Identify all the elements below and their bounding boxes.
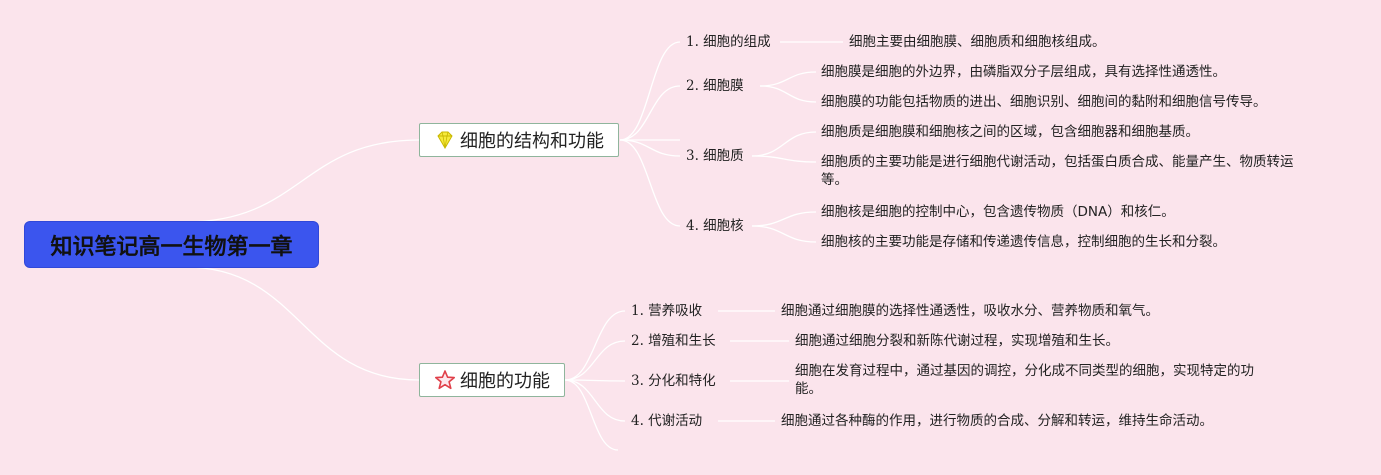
detail-membrane-structure[interactable]: 细胞膜是细胞的外边界，由磷脂双分子层组成，具有选择性通透性。 — [821, 64, 1226, 80]
detail-cytoplasm-region[interactable]: 细胞质是细胞膜和细胞核之间的区域，包含细胞器和细胞基质。 — [821, 124, 1199, 140]
detail-membrane-function[interactable]: 细胞膜的功能包括物质的进出、细胞识别、细胞间的黏附和细胞信号传导。 — [821, 94, 1267, 110]
subtopic-metabolism[interactable]: 4. 代谢活动 — [631, 413, 703, 429]
link-branch0-sub-a — [619, 41, 681, 141]
link-branch0-sub-b — [619, 85, 681, 141]
star-icon — [434, 369, 456, 391]
link-root-branch-0 — [184, 139, 420, 223]
detail-composition[interactable]: 细胞主要由细胞膜、细胞质和细胞核组成。 — [849, 34, 1106, 50]
detail-nucleus-content[interactable]: 细胞核是细胞的控制中心，包含遗传物质（DNA）和核仁。 — [821, 204, 1175, 220]
link-branch1-tail — [564, 379, 619, 451]
link-branch1-sub-a — [564, 310, 626, 381]
branch-label: 细胞的功能 — [460, 371, 550, 392]
link-cytoplasm-detail-0 — [751, 131, 817, 157]
root-topic[interactable]: 知识笔记高一生物第一章 — [25, 222, 318, 267]
gem-icon — [434, 129, 456, 151]
link-cytoplasm-detail-1 — [751, 155, 817, 163]
detail-cytoplasm-function[interactable]: 细胞质的主要功能是进行细胞代谢活动，包括蛋白质合成、能量产生、物质转运等。 — [821, 154, 1294, 188]
detail-absorption[interactable]: 细胞通过细胞膜的选择性通透性，吸收水分、营养物质和氧气。 — [781, 303, 1159, 319]
subtopic-cytoplasm[interactable]: 3. 细胞质 — [686, 148, 744, 164]
subtopic-differentiation[interactable]: 3. 分化和特化 — [631, 373, 716, 389]
subtopic-cell-membrane[interactable]: 2. 细胞膜 — [686, 78, 744, 94]
link-nucleus-detail-0 — [751, 211, 817, 227]
branch-label: 细胞的结构和功能 — [460, 131, 604, 152]
link-nucleus-detail-1 — [751, 225, 817, 243]
link-branch0-sub-d — [619, 139, 681, 227]
link-root-branch-1 — [184, 266, 420, 381]
root-topic-label: 知识笔记高一生物第一章 — [50, 234, 293, 260]
link-membrane-detail-1 — [759, 85, 817, 103]
link-branch1-sub-d — [564, 379, 626, 422]
detail-metabolism[interactable]: 细胞通过各种酶的作用，进行物质的合成、分解和转运，维持生命活动。 — [781, 413, 1213, 429]
subtopic-cell-composition[interactable]: 1. 细胞的组成 — [686, 34, 771, 50]
branch-cell-functions[interactable]: 细胞的功能 — [419, 363, 565, 397]
subtopic-nutrient-absorption[interactable]: 1. 营养吸收 — [631, 303, 703, 319]
branch-cell-structure[interactable]: 细胞的结构和功能 — [419, 123, 619, 157]
subtopic-nucleus[interactable]: 4. 细胞核 — [686, 218, 744, 234]
detail-nucleus-function[interactable]: 细胞核的主要功能是存储和传递遗传信息，控制细胞的生长和分裂。 — [821, 234, 1226, 250]
detail-differentiation[interactable]: 细胞在发育过程中，通过基因的调控，分化成不同类型的细胞，实现特定的功能。 — [795, 363, 1254, 397]
detail-growth[interactable]: 细胞通过细胞分裂和新陈代谢过程，实现增殖和生长。 — [795, 333, 1119, 349]
link-branch1-sub-b — [564, 340, 626, 381]
link-branch1-sub-c — [564, 379, 626, 382]
subtopic-proliferation-growth[interactable]: 2. 增殖和生长 — [631, 333, 716, 349]
link-membrane-detail-0 — [759, 71, 817, 87]
